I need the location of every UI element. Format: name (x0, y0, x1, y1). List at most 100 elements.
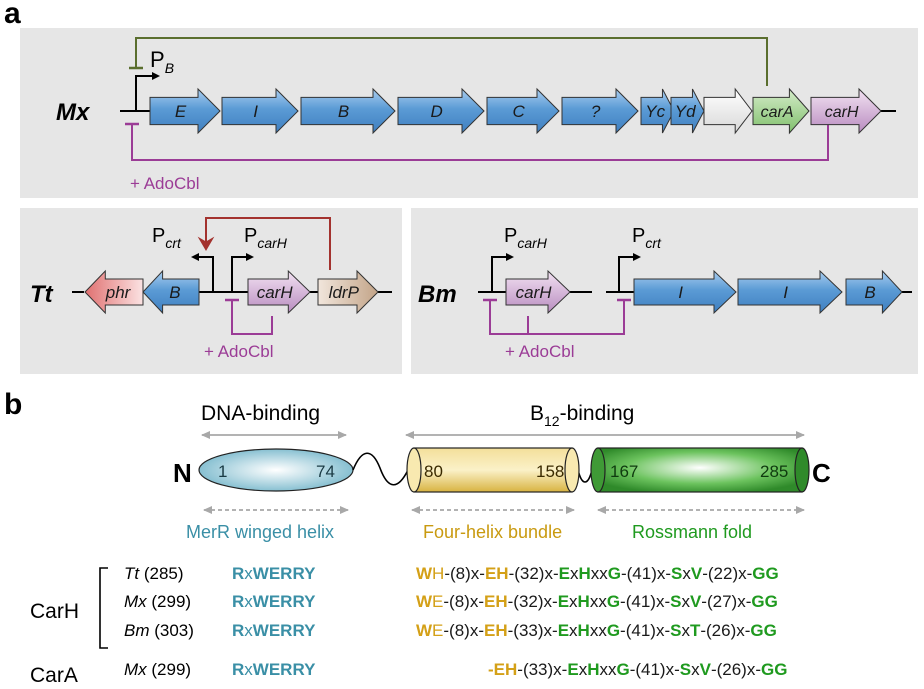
merr-start-residue: 1 (218, 462, 227, 481)
row-organism: Mx (299) (124, 660, 191, 682)
motif-segment: S (670, 621, 682, 640)
panel-b-label: b (4, 388, 22, 421)
motif-segment: -(27)x- (701, 592, 752, 611)
motif-segment: H (577, 592, 590, 611)
tt-organism-label: Tt (30, 281, 54, 308)
four-helix-bundle-shape (413, 447, 573, 493)
motif-segment: V (690, 564, 703, 583)
motif-part: WERRY (252, 621, 316, 640)
rossmann-start-residue: 167 (610, 462, 638, 481)
motif-segment: -EH (488, 660, 518, 679)
tt-gene-ldrp-arrow (317, 269, 379, 315)
mx-gene-9-arrow (752, 87, 810, 135)
motif-segment: V (689, 592, 702, 611)
motif-segment: S (671, 564, 683, 583)
tt-ligand-label: + AdoCbl (204, 342, 273, 361)
cara-group-label: CarA (30, 664, 78, 687)
motif-segment: E (432, 621, 444, 640)
motif-segment: GG (752, 564, 779, 583)
motif-segment: H (577, 621, 590, 640)
motif-segment: -(32)x- (507, 592, 558, 611)
motif-segment: -(41)x- (620, 592, 671, 611)
tt-gene-carh-arrow (247, 269, 311, 315)
motif-part: R (232, 592, 245, 611)
row-b12-motif: -EH-(33)x-ExHxxG-(41)x-SxV-(26)x-GG (488, 660, 787, 682)
bm-organism-label: Bm (418, 281, 457, 308)
bm-gene-i1-arrow (633, 269, 737, 315)
motif-segment: -(8)x- (443, 592, 484, 611)
motif-segment: H (432, 564, 445, 583)
mx-gene-1-arrow (221, 87, 299, 135)
motif-segment: G (606, 592, 621, 611)
motif-part: x (244, 660, 253, 679)
row-organism-name: Bm (124, 621, 150, 640)
motif-part: x (244, 592, 253, 611)
motif-segment: E (557, 592, 570, 611)
mx-promoter-arrow (135, 72, 160, 111)
motif-segment: EH (484, 592, 508, 611)
rossmann-fold-cap-right (794, 447, 810, 493)
merr-domain-name: MerR winged helix (186, 522, 334, 542)
mx-promoter-label: PB (150, 47, 174, 76)
motif-part: WERRY (252, 660, 316, 679)
motif-segment: EH (484, 564, 509, 583)
motif-segment: x (681, 592, 690, 611)
motif-part: R (232, 660, 245, 679)
tt-gene-b-label: B (169, 283, 180, 302)
motif-segment: x (691, 660, 700, 679)
cara-repression-line (135, 37, 768, 86)
mx-gene-9-label: carA (761, 104, 794, 121)
row-motif-rxwerry: RxWERRY (232, 564, 315, 586)
motif-segment: -(41)x- (629, 660, 680, 679)
linker-2 (577, 469, 593, 483)
mx-gene-7-label: Yd (675, 102, 696, 121)
tt-pcarh-label: PcarH (244, 225, 288, 251)
bm-gene-b-label: B (864, 283, 875, 302)
tt-gene-ldrp-label: ldrP (329, 283, 360, 302)
motif-segment: -(33)x- (517, 660, 568, 679)
motif-segment: x (569, 564, 579, 583)
bm-pcrt-arrow (618, 253, 641, 292)
bundle-end-residue: 158 (536, 462, 564, 481)
ldrp-activation-line (205, 217, 331, 270)
mx-gene-1-label: I (253, 102, 258, 121)
row-organism-name: Tt (124, 564, 140, 583)
dna-binding-label: DNA-binding (201, 402, 320, 425)
motif-part: R (232, 621, 245, 640)
motif-segment: GG (750, 621, 777, 640)
carh-group-bracket (99, 567, 108, 649)
mx-gene-0-arrow (149, 87, 221, 135)
motif-segment: H (578, 564, 591, 583)
row-length: (299) (146, 592, 192, 611)
motif-segment: W (416, 592, 433, 611)
motif-segment: E (432, 592, 444, 611)
motif-segment: -(33)x- (507, 621, 558, 640)
mx-gene-10-label: carH (825, 104, 859, 121)
motif-segment: -(41)x- (620, 564, 672, 583)
bm-ligand-label: + AdoCbl (505, 342, 574, 361)
bm-pcrt-label: Pcrt (632, 225, 662, 251)
bm-gene-carh-arrow (505, 269, 571, 315)
motif-segment: xx (599, 660, 617, 679)
row-organism: Bm (303) (124, 621, 194, 643)
row-b12-motif: WE-(8)x-EH-(32)x-ExHxxG-(41)x-SxV-(27)x-… (416, 592, 778, 614)
motif-segment: x (682, 564, 691, 583)
motif-segment: xx (589, 621, 607, 640)
motif-segment: S (670, 592, 682, 611)
row-b12-motif: WH-(8)x-EH-(32)x-ExHxxG-(41)x-SxV-(22)x-… (416, 564, 779, 586)
four-helix-bundle-cap-right (564, 447, 580, 493)
tt-gene-b-arrow (142, 269, 200, 315)
mx-gene-6-label: Yc (645, 102, 665, 121)
motif-part: WERRY (252, 564, 316, 583)
motif-segment: x (569, 592, 578, 611)
motif-segment: -(22)x- (702, 564, 753, 583)
motif-part: x (244, 621, 253, 640)
motif-segment: E (557, 621, 570, 640)
mx-gene-2-arrow (300, 87, 396, 135)
bundle-domain-name: Four-helix bundle (423, 522, 562, 542)
tt-gene-phr-label: phr (105, 283, 132, 302)
